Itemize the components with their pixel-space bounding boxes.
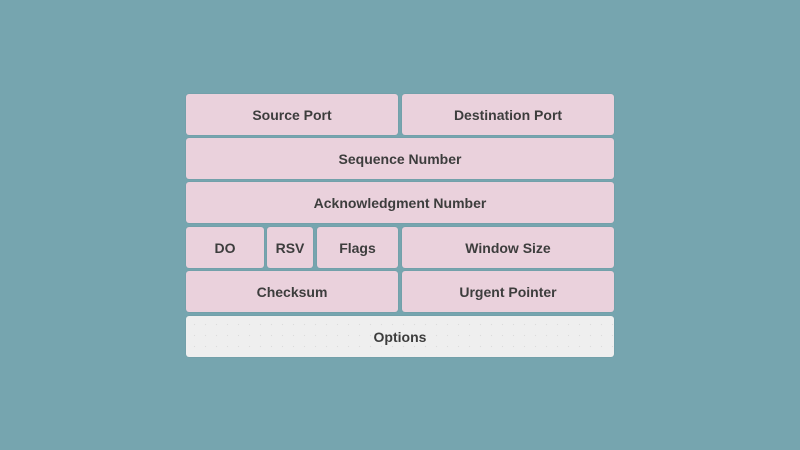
- field-options: Options: [186, 316, 614, 357]
- field-label: Checksum: [256, 283, 328, 300]
- field-acknowledgment-number: Acknowledgment Number: [186, 182, 614, 223]
- field-sequence-number: Sequence Number: [186, 138, 614, 179]
- field-urgent-pointer: Urgent Pointer: [402, 271, 614, 312]
- tcp-header-diagram: Source Port Destination Port Sequence Nu…: [186, 94, 614, 357]
- field-label: Options: [373, 328, 427, 345]
- field-label: RSV: [275, 239, 305, 256]
- field-checksum: Checksum: [186, 271, 398, 312]
- field-data-offset: DO: [186, 227, 264, 268]
- field-window-size: Window Size: [402, 227, 614, 268]
- field-destination-port: Destination Port: [402, 94, 614, 135]
- field-source-port: Source Port: [186, 94, 398, 135]
- field-label: Sequence Number: [338, 150, 462, 167]
- field-label: Urgent Pointer: [459, 283, 557, 300]
- field-label: Destination Port: [453, 106, 563, 123]
- field-label: Flags: [339, 239, 376, 256]
- field-label: Acknowledgment Number: [313, 194, 487, 211]
- field-label: DO: [214, 239, 236, 256]
- field-label: Window Size: [465, 239, 551, 256]
- field-flags: Flags: [317, 227, 398, 268]
- field-label: Source Port: [252, 106, 332, 123]
- field-reserved: RSV: [267, 227, 313, 268]
